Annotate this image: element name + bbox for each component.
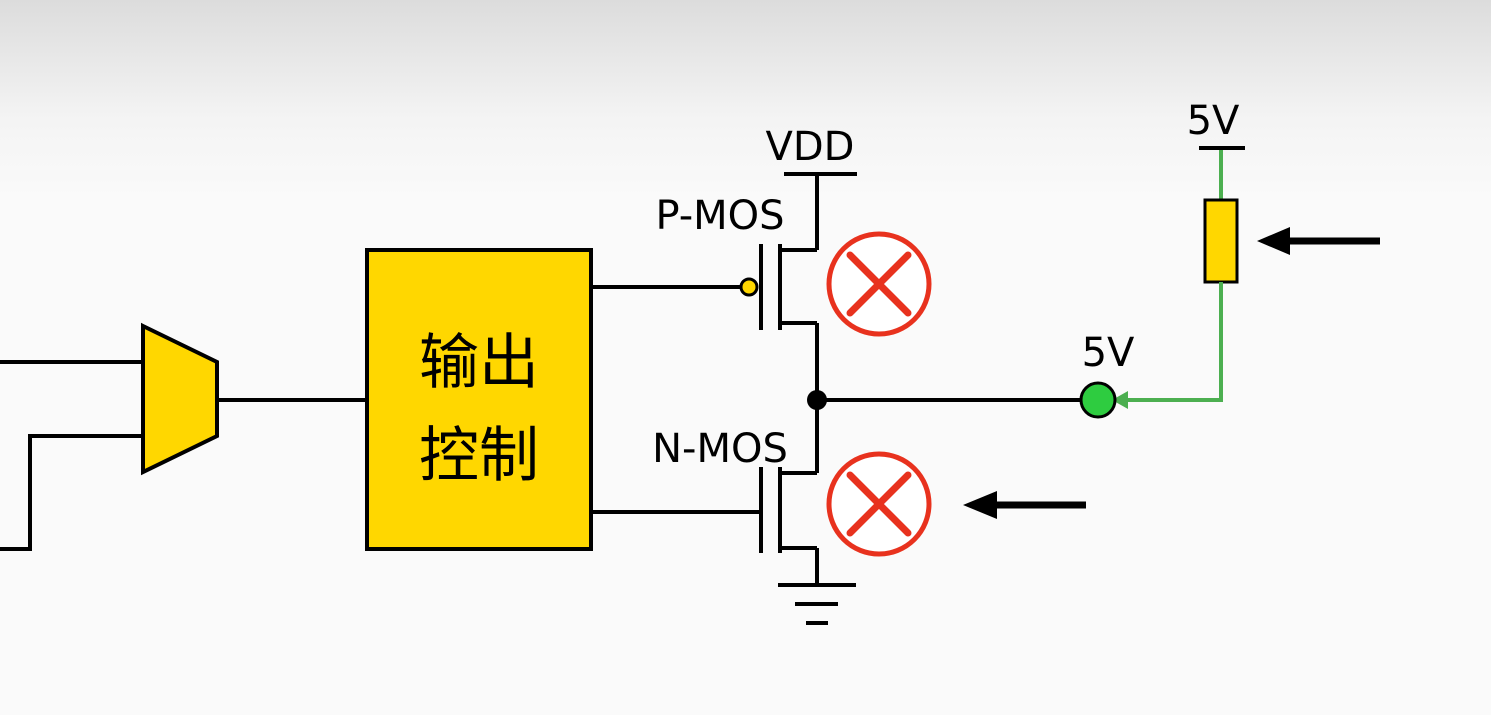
vdd-label: VDD: [766, 124, 855, 170]
pmos-transistor: [759, 174, 819, 400]
output-pin: [1079, 381, 1117, 419]
pullup-arrowhead: [1112, 391, 1128, 409]
arrow-left-icon: [1257, 227, 1380, 255]
nmos-transistor: [759, 400, 819, 585]
pmos-label: P-MOS: [655, 193, 784, 239]
supply-5v-label: 5V: [1187, 98, 1240, 144]
pullup-wire-bottom: [1124, 282, 1223, 402]
pullup-resistor: [1203, 198, 1239, 284]
arrow-left-icon: [963, 491, 1086, 519]
cross-circle-icon: [826, 451, 932, 557]
multiplexer: [141, 322, 219, 476]
control-label-line1: 输出: [419, 328, 539, 398]
pin-5v-label: 5V: [1082, 330, 1135, 376]
pmos-gate-bubble: [739, 277, 759, 297]
ground-icon: [778, 583, 856, 625]
control-label-line2: 控制: [419, 421, 539, 491]
cross-circle-icon: [826, 231, 932, 337]
junction-dot: [807, 390, 827, 410]
nmos-label: N-MOS: [652, 426, 788, 472]
output-control-block: [365, 248, 593, 551]
input-wire-bottom: [0, 434, 143, 551]
input-wires: [0, 360, 143, 551]
